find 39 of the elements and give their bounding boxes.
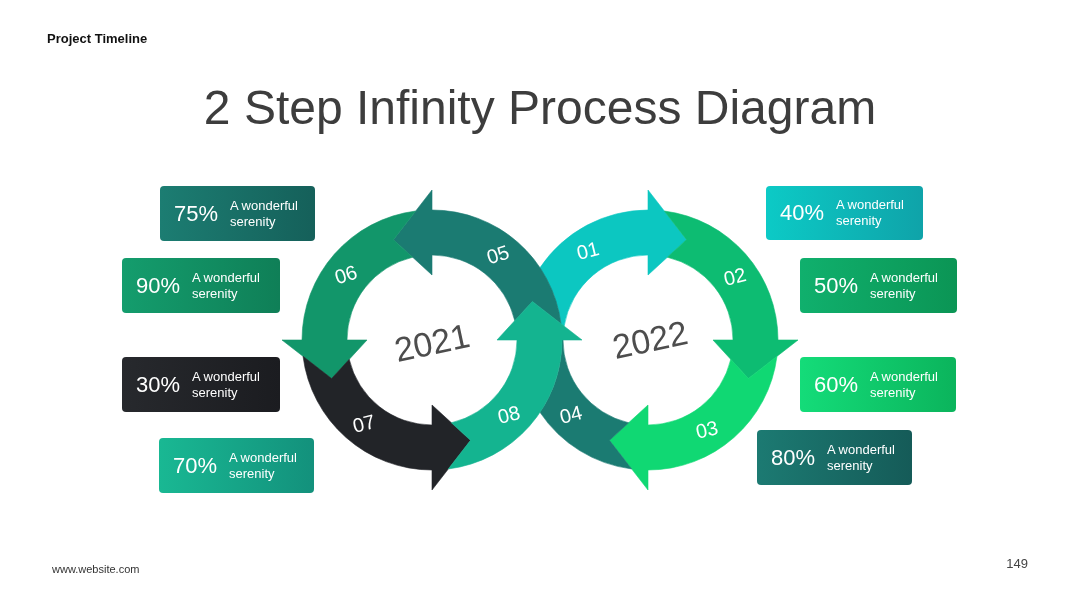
description-text: A wonderful serenity	[836, 197, 905, 229]
step-number: 06	[332, 260, 361, 290]
description-text: A wonderful serenity	[870, 269, 939, 302]
percentage-value: 50%	[814, 272, 859, 299]
percentage-value: 80%	[771, 444, 816, 471]
percentage-value: 40%	[780, 200, 825, 226]
year-label: 2022	[608, 313, 692, 367]
step-number: 08	[495, 400, 523, 429]
description-text: A wonderful serenity	[827, 441, 896, 474]
info-card	[160, 186, 315, 241]
page-number: 149	[1006, 557, 1028, 572]
percentage-value: 60%	[814, 371, 859, 398]
percentage-value: 75%	[174, 200, 219, 227]
header-text: Project Timeline	[47, 32, 148, 47]
step-number: 07	[350, 409, 378, 438]
step-number: 05	[484, 240, 513, 270]
website-url: www.website.com	[52, 563, 140, 576]
info-card	[757, 430, 912, 485]
description-text: A wonderful serenity	[192, 269, 261, 302]
description-text: A wonderful serenity	[192, 368, 261, 401]
ring-segment	[393, 190, 561, 324]
info-card	[800, 258, 957, 313]
step-number: 02	[721, 262, 749, 291]
step-number: 01	[574, 237, 602, 265]
info-card	[122, 258, 280, 313]
percentage-value: 30%	[136, 371, 181, 398]
step-number: 04	[557, 400, 585, 429]
slide-title: 2 Step Infinity Process Diagram	[203, 82, 877, 135]
info-card	[766, 186, 923, 240]
description-text: A wonderful serenity	[229, 449, 298, 482]
year-label: 2021	[390, 316, 474, 370]
info-card	[800, 357, 956, 412]
description-text: A wonderful serenity	[230, 197, 299, 230]
percentage-value: 70%	[173, 452, 218, 479]
info-card	[159, 438, 314, 493]
info-card	[122, 357, 280, 412]
step-number: 03	[693, 416, 720, 444]
description-text: A wonderful serenity	[870, 368, 939, 401]
percentage-value: 90%	[136, 272, 181, 299]
